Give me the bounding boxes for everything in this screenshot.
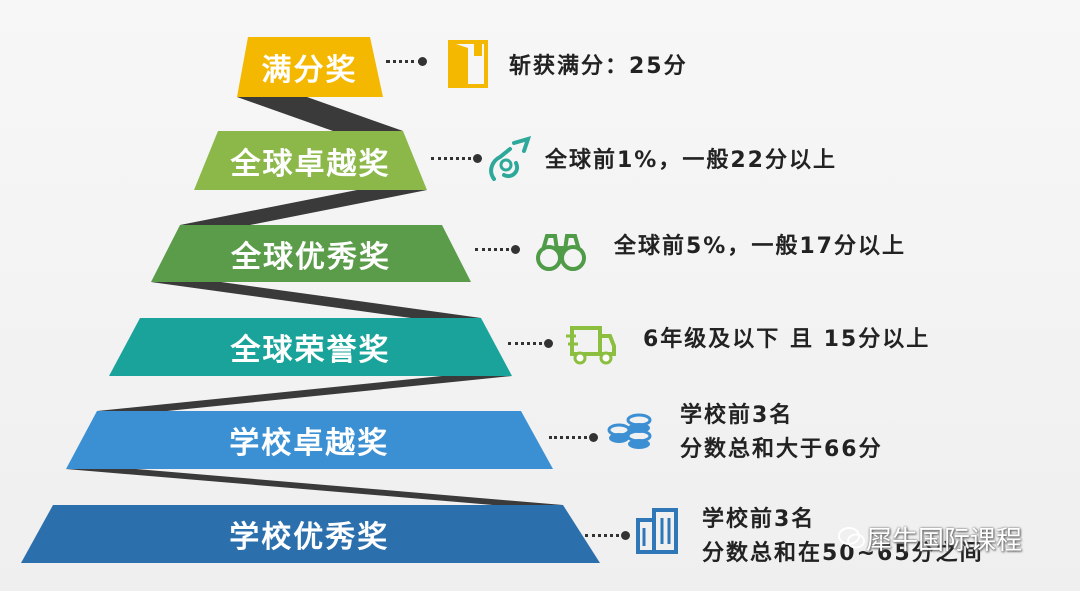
tier-label-5: 学校卓越奖: [229, 426, 390, 461]
tier-shape-3: [151, 225, 471, 282]
tier-label-1: 满分奖: [261, 53, 358, 88]
tier-shape-4: [109, 318, 512, 376]
tier-shape-5: [66, 411, 553, 469]
tier-shape-1: [237, 37, 383, 97]
coins-icon: [607, 413, 652, 449]
connector-line: [431, 154, 482, 163]
description-line: 斩获满分：25分: [509, 54, 688, 79]
building-icon: [636, 508, 678, 554]
description-line: 学校前3名: [680, 403, 794, 428]
connector-line: [549, 433, 598, 442]
description-line: 全球前1%，一般22分以上: [545, 148, 837, 173]
binoculars-icon: [536, 234, 586, 271]
connector-line: [585, 531, 630, 540]
zigzag-band: [237, 97, 403, 131]
connector-line: [475, 245, 520, 254]
hand-coin-icon: [489, 136, 532, 181]
zigzag-band: [97, 376, 512, 411]
door-icon: [448, 40, 488, 88]
description-line: 全球前5%，一般17分以上: [614, 234, 906, 259]
watermark-text: 犀牛国际课程: [866, 526, 1023, 556]
tier-description-3: 全球前5%，一般17分以上: [614, 230, 906, 264]
zigzag-band: [180, 190, 427, 225]
description-line: 学校前3名: [702, 507, 816, 532]
wechat-icon: [838, 527, 865, 549]
description-line: 分数总和在50~65分之间: [702, 541, 984, 566]
tier-description-2: 全球前1%，一般22分以上: [545, 144, 837, 178]
tier-shape-2: [194, 131, 427, 190]
tier-description-4: 6年级及以下 且 15分以上: [643, 323, 930, 357]
truck-icon: [566, 326, 616, 365]
tier-description-6: 学校前3名分数总和在50~65分之间: [702, 503, 984, 571]
connector-line: [508, 339, 553, 348]
tier-label-4: 全球荣誉奖: [230, 333, 391, 368]
connector-line: [386, 57, 427, 66]
description-line: 6年级及以下 且 15分以上: [643, 327, 931, 352]
tier-label-6: 学校优秀奖: [229, 520, 390, 555]
tier-label-3: 全球优秀奖: [231, 239, 391, 275]
description-line: 分数总和大于66分: [680, 437, 883, 462]
tier-description-1: 斩获满分：25分: [509, 50, 688, 84]
zigzag-band: [66, 469, 563, 505]
zigzag-band: [151, 282, 481, 318]
tier-shape-6: [21, 505, 600, 563]
tier-description-5: 学校前3名分数总和大于66分: [680, 399, 883, 467]
tier-label-2: 全球卓越奖: [230, 146, 391, 182]
